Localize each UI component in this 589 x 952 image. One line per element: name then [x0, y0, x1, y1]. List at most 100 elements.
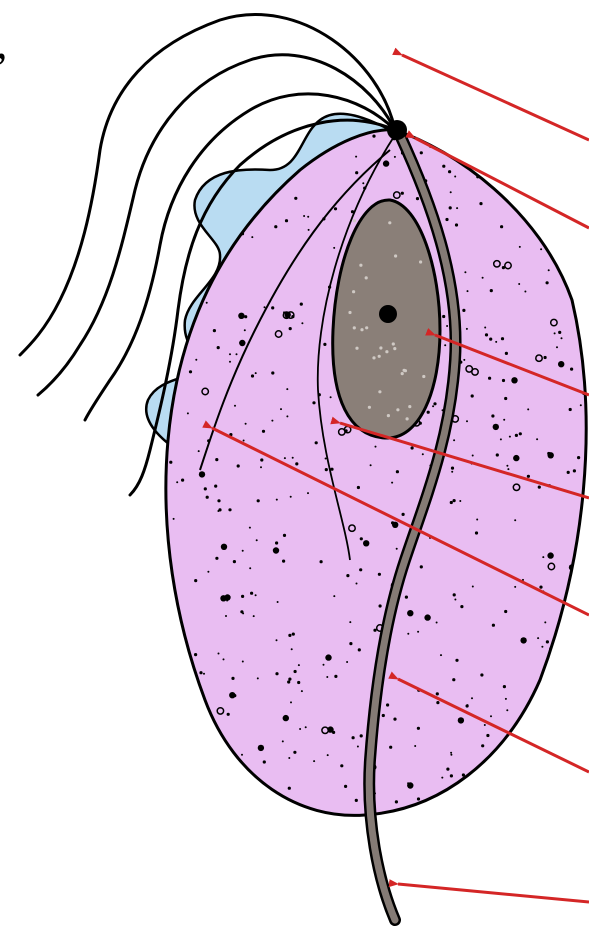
granule — [455, 659, 458, 662]
granule — [217, 735, 219, 737]
granule — [344, 785, 347, 788]
granule — [541, 646, 543, 648]
chromatin-granule — [365, 276, 368, 279]
granule — [572, 203, 575, 206]
granule — [522, 811, 524, 813]
granule — [491, 143, 493, 145]
granule — [229, 361, 231, 363]
granule — [191, 784, 197, 790]
chromatin-granule — [401, 372, 404, 375]
granule — [436, 701, 439, 704]
granule — [514, 586, 516, 588]
granule — [544, 356, 547, 359]
granule — [449, 206, 452, 209]
arrow-anterior-flagella — [402, 55, 589, 140]
granule — [303, 215, 305, 217]
granule — [172, 177, 178, 183]
granule — [554, 332, 556, 334]
granule — [315, 441, 318, 444]
granule — [257, 499, 260, 502]
granule — [212, 811, 214, 813]
granule — [542, 556, 544, 558]
granule — [327, 754, 329, 756]
granule — [263, 152, 265, 154]
chromatin-granule — [392, 342, 395, 345]
granule — [391, 521, 394, 524]
granule — [471, 394, 474, 397]
granule — [577, 796, 579, 798]
granule — [462, 309, 465, 312]
chromatin-granule — [403, 369, 406, 372]
granule — [417, 631, 419, 633]
granule — [436, 622, 438, 624]
granule — [396, 470, 399, 473]
granule — [224, 594, 230, 600]
granule — [578, 656, 580, 658]
granule — [177, 212, 180, 215]
granule — [519, 432, 522, 435]
chromatin-granule — [353, 219, 356, 222]
granule — [446, 325, 448, 327]
granule — [547, 190, 549, 192]
granule — [567, 471, 570, 474]
granule — [275, 796, 277, 798]
granule — [249, 527, 251, 529]
granule — [481, 148, 483, 150]
granule — [389, 746, 392, 749]
granule — [450, 501, 453, 504]
granule — [500, 225, 503, 228]
granule — [407, 633, 409, 635]
chromatin-granule — [378, 355, 381, 358]
granule — [432, 405, 434, 407]
granule — [539, 586, 542, 589]
granule — [393, 718, 396, 721]
granule — [288, 678, 291, 681]
granule — [580, 573, 583, 576]
granule — [271, 420, 273, 422]
granule — [505, 698, 507, 700]
granule — [574, 572, 576, 574]
chromatin-granule — [396, 408, 399, 411]
granule — [276, 639, 278, 641]
granule — [378, 573, 381, 576]
granule — [490, 715, 492, 717]
granule — [379, 604, 382, 607]
granule — [472, 586, 474, 588]
granule — [515, 434, 518, 437]
granule — [207, 721, 210, 724]
granule — [470, 817, 473, 820]
granule — [276, 499, 278, 501]
granule — [481, 150, 483, 152]
arrow-posterior-tip — [398, 884, 589, 902]
granule — [237, 464, 240, 467]
granule — [411, 446, 414, 449]
granule — [177, 195, 179, 197]
granule — [251, 236, 253, 238]
granule — [288, 787, 291, 790]
granule — [274, 225, 277, 228]
granule — [577, 560, 579, 562]
granule — [333, 595, 335, 597]
granule — [515, 794, 521, 800]
granule — [579, 681, 581, 683]
granule — [518, 283, 520, 285]
chromatin-granule — [353, 326, 356, 329]
granule — [558, 361, 564, 367]
granule — [466, 420, 468, 422]
chromatin-granule — [393, 347, 396, 350]
granule — [323, 664, 325, 666]
granule — [291, 648, 293, 650]
granule — [334, 675, 337, 678]
granule — [250, 592, 253, 595]
granule — [503, 419, 505, 421]
granule — [509, 436, 511, 438]
granule — [455, 223, 458, 226]
granule — [395, 800, 398, 803]
granule — [290, 701, 292, 703]
granule — [539, 725, 545, 731]
granule — [501, 337, 504, 340]
chromatin-granule — [378, 390, 381, 393]
granule — [373, 629, 376, 632]
granule — [467, 290, 469, 292]
granule — [489, 338, 492, 341]
